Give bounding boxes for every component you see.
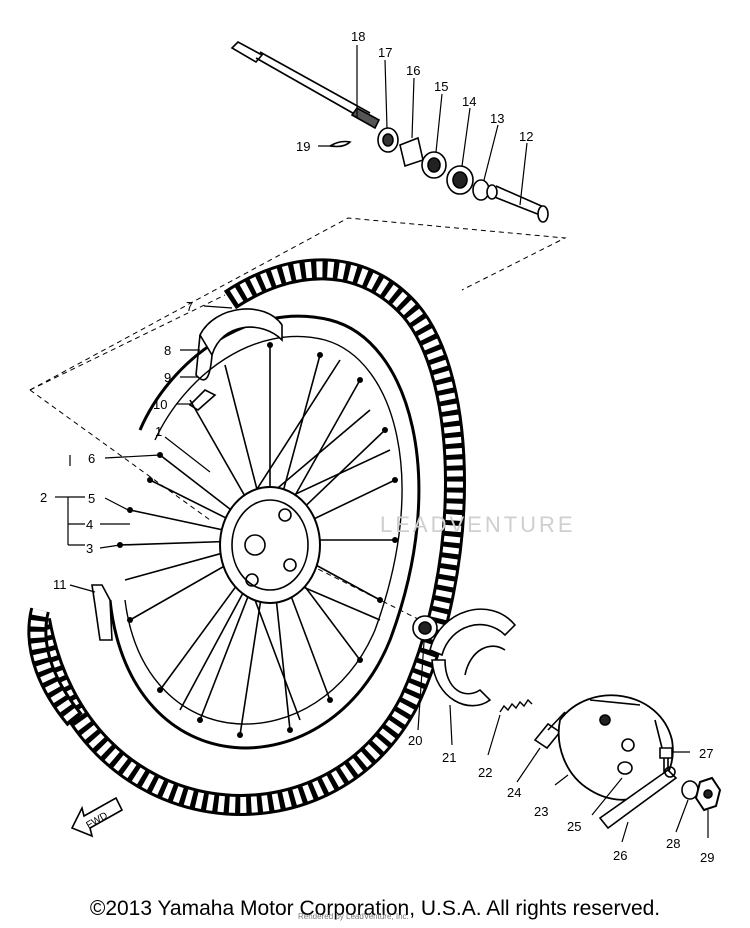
callout-16: 16 xyxy=(406,63,420,78)
rim xyxy=(108,314,421,750)
callout-4: 4 xyxy=(86,517,93,532)
callout-26: 26 xyxy=(613,848,627,863)
callout-25: 25 xyxy=(567,819,581,834)
brake-spring xyxy=(499,698,533,713)
callout-10: 10 xyxy=(153,397,167,412)
callout-23: 23 xyxy=(534,804,548,819)
callout-13: 13 xyxy=(490,111,504,126)
callout-12: 12 xyxy=(519,129,533,144)
callout-24: 24 xyxy=(507,785,521,800)
cotter-pin xyxy=(329,140,352,148)
axle-spacer-stack xyxy=(377,127,549,223)
rim-lock xyxy=(91,584,113,641)
watermark: LEADVENTURE xyxy=(380,512,576,537)
callout-9: 9 xyxy=(164,370,171,385)
brake-shoes xyxy=(429,608,517,707)
callout-7: 7 xyxy=(186,299,193,314)
copyright-notice: ©2013 Yamaha Motor Corporation, U.S.A. A… xyxy=(89,897,661,920)
oil-seal xyxy=(412,615,438,641)
hub xyxy=(219,486,321,604)
callout-3: 3 xyxy=(86,541,93,556)
callout-11: 11 xyxy=(53,577,67,592)
callout-18: 18 xyxy=(351,29,365,44)
callout-27: 27 xyxy=(699,746,713,761)
front-wheel-exploded-diagram: FWD 18 xyxy=(27,29,722,865)
callout-22: 22 xyxy=(478,765,492,780)
cam-lever xyxy=(598,766,678,830)
callout-21: 21 xyxy=(442,750,456,765)
callout-28: 28 xyxy=(666,836,680,851)
callout-labels: 18 17 16 15 14 13 12 19 7 8 9 10 1 6 5 4… xyxy=(40,29,714,865)
axle-nut xyxy=(694,776,722,812)
callout-1: 1 xyxy=(155,424,162,439)
rendered-by-note: Rendered by LeadVenture, Inc. xyxy=(298,912,409,921)
callout-15: 15 xyxy=(434,79,448,94)
callout-17: 17 xyxy=(378,45,392,60)
brake-shoe-plate xyxy=(557,694,674,801)
callout-14: 14 xyxy=(462,94,476,109)
callout-6: 6 xyxy=(88,451,95,466)
callout-19: 19 xyxy=(296,139,310,154)
callout-2: 2 xyxy=(40,490,47,505)
axle xyxy=(230,41,381,130)
callout-29: 29 xyxy=(700,850,714,865)
callout-20: 20 xyxy=(408,733,422,748)
spoke-nipples xyxy=(117,342,398,738)
callout-5: 5 xyxy=(88,491,95,506)
callout-leader-lines xyxy=(55,45,709,843)
fwd-arrow-icon: FWD xyxy=(70,796,124,838)
tire xyxy=(27,258,466,816)
callout-8: 8 xyxy=(164,343,171,358)
inner-tube xyxy=(188,308,283,411)
